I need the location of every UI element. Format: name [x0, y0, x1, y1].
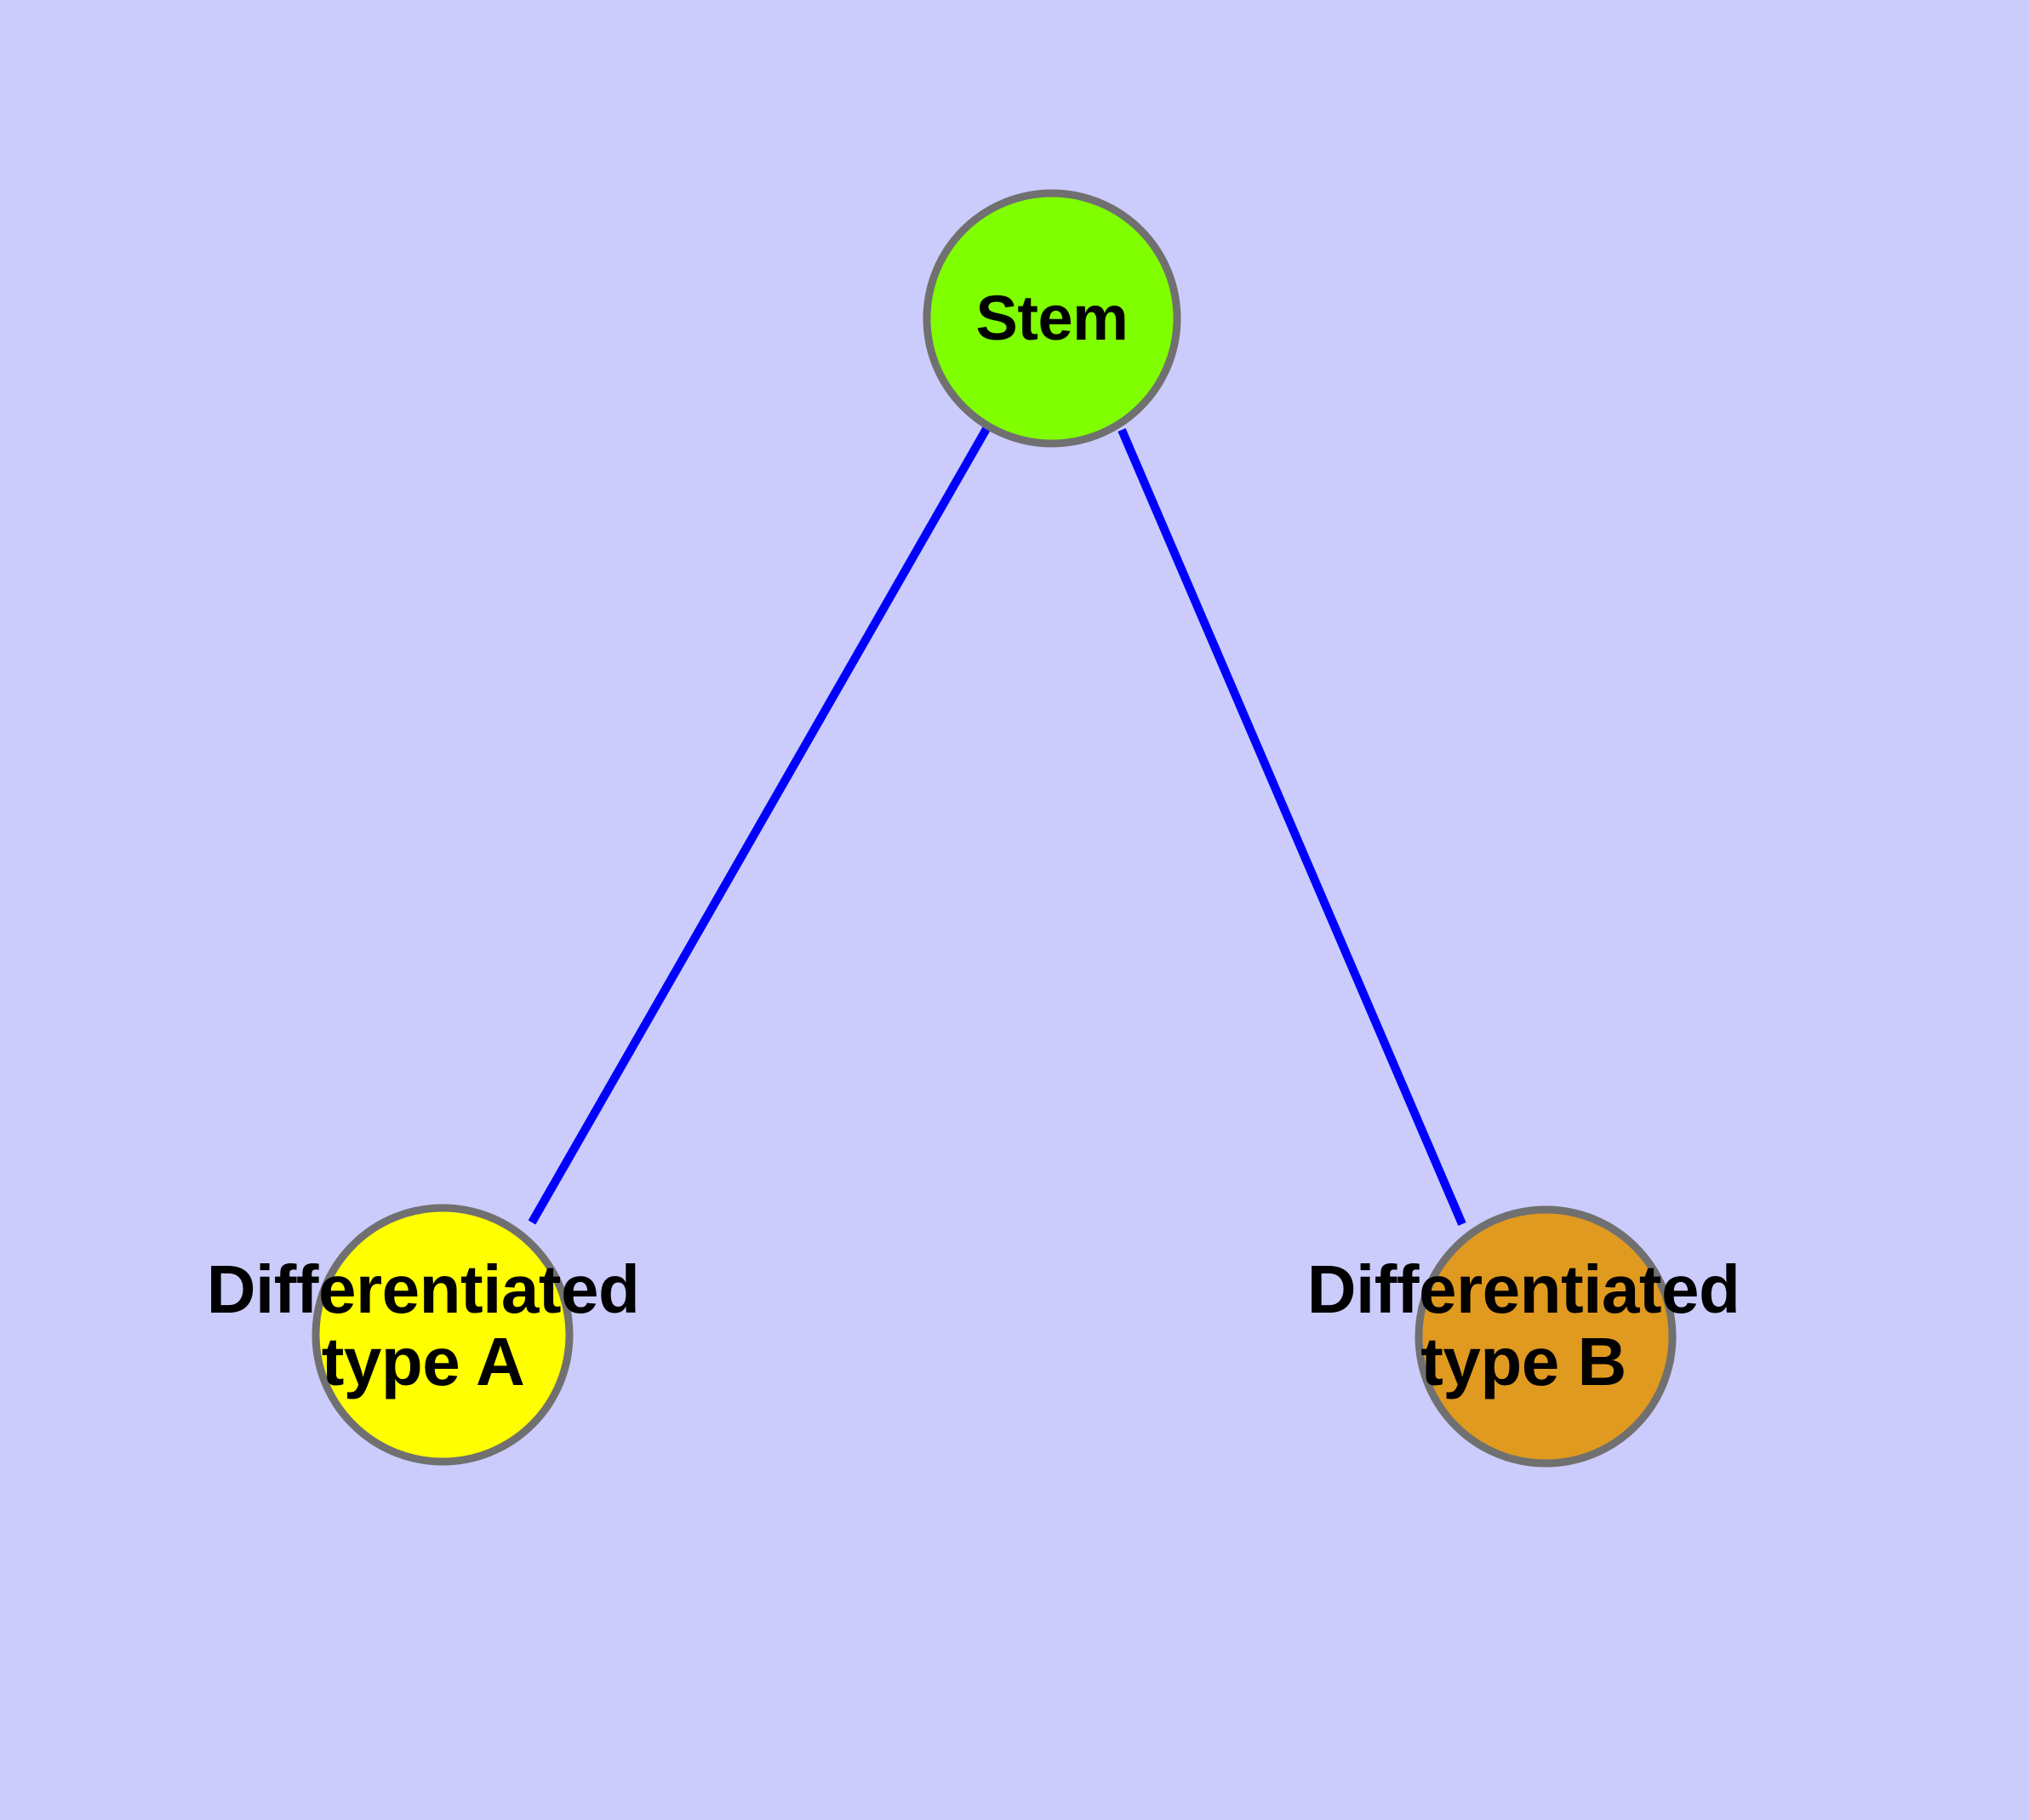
node-diff-a[interactable] — [311, 1204, 574, 1466]
edge-stem-to-diff-a — [528, 425, 992, 1225]
edge-stem-to-diff-b — [1117, 428, 1466, 1226]
node-diff-b[interactable] — [1415, 1205, 1677, 1468]
node-stem[interactable] — [923, 189, 1181, 448]
edge-layer — [528, 425, 1466, 1226]
node-layer — [311, 189, 1677, 1468]
